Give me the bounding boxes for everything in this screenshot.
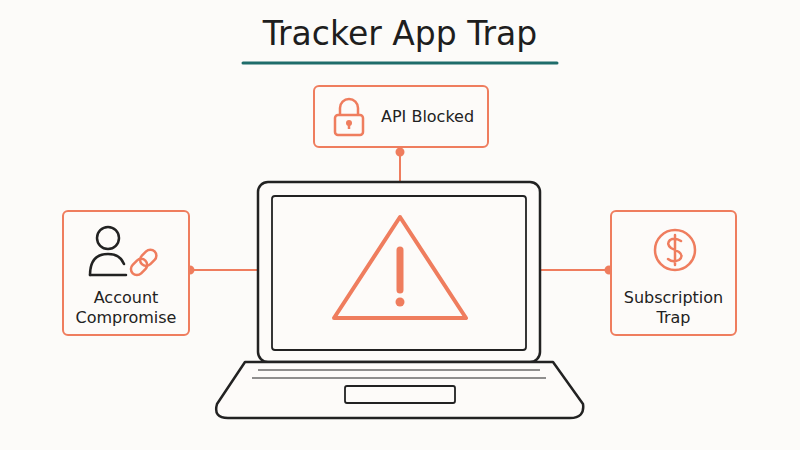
lock-icon: [329, 95, 369, 139]
keyboard-lines: [252, 370, 546, 378]
callout-box: Account Compromise: [62, 210, 190, 336]
callout-box: API Blocked: [313, 85, 489, 148]
box-label: Account Compromise: [70, 288, 182, 328]
callout-box: Subscription Trap: [610, 210, 737, 336]
person-link-icon: [86, 220, 166, 286]
leader-dot: [397, 149, 404, 156]
leader-line: [540, 269, 610, 271]
diagram-title: Tracker App Trap: [0, 14, 800, 53]
exclamation-dot: [396, 298, 405, 307]
laptop-base: [216, 362, 583, 418]
laptop-screen: [258, 182, 540, 362]
box-label: API Blocked: [381, 107, 474, 127]
exclamation-bar: [397, 250, 404, 290]
touchpad: [345, 386, 455, 403]
leader-line: [190, 269, 258, 271]
box-label: Subscription Trap: [618, 288, 729, 328]
warning-triangle: [334, 217, 466, 318]
laptop-display: [272, 196, 526, 350]
title-underline: [243, 62, 557, 65]
dollar-icon: [651, 226, 699, 274]
